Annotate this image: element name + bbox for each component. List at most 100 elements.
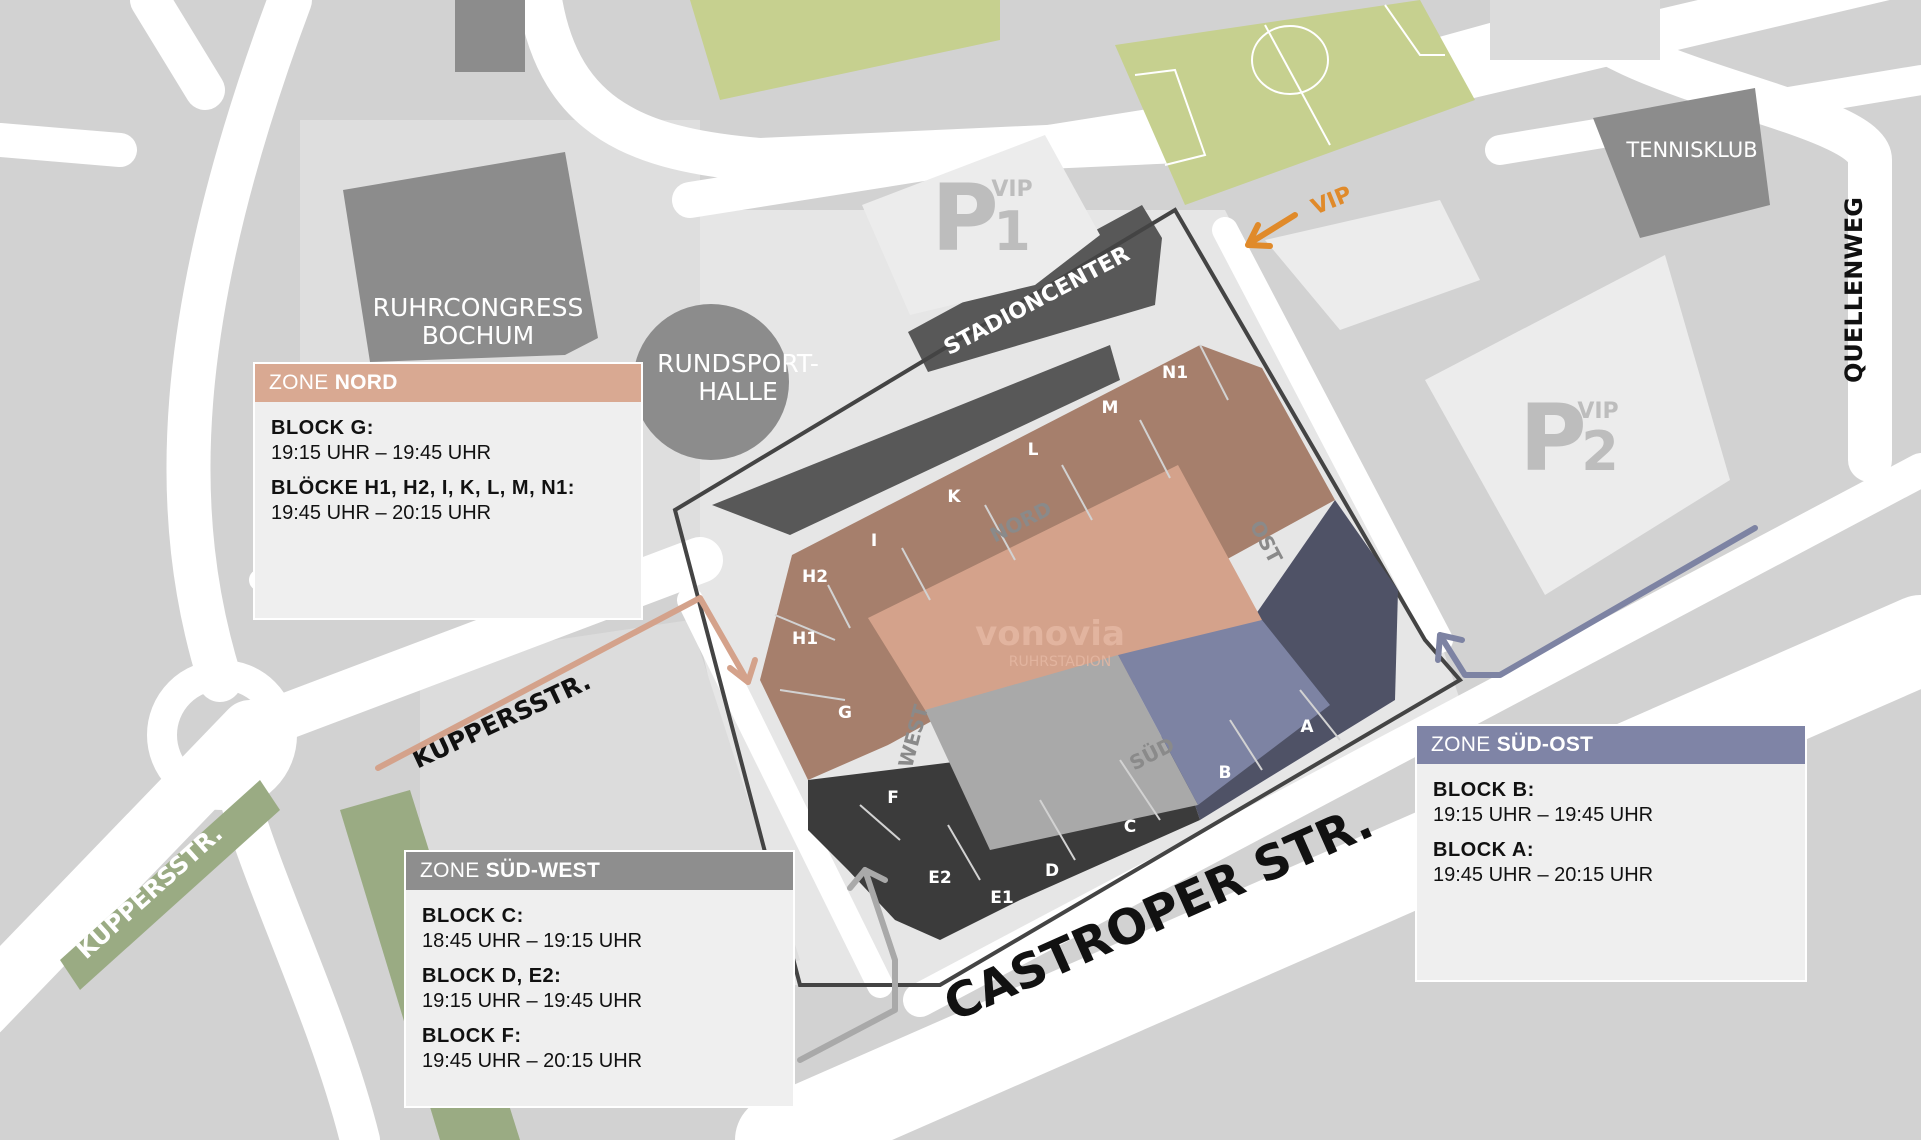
- zone-sued-west-header: ZONE SÜD-WEST: [406, 852, 793, 890]
- zone-nord-entry: BLÖCKE H1, H2, I, K, L, M, N1: 19:45 UHR…: [271, 476, 625, 526]
- east-service-road: [1212, 217, 1453, 653]
- left-road-nw: [130, 0, 225, 110]
- pitch-nord-half: [868, 465, 1262, 760]
- zone-sued-ost-entry: BLOCK B: 19:15 UHR – 19:45 UHR: [1433, 778, 1789, 828]
- block-label-i: I: [871, 531, 877, 551]
- tennisklub-label: TENNISKLUB: [1625, 138, 1757, 162]
- ruhrcongress-building: [343, 152, 598, 362]
- zone-sued-ost-name: SÜD-OST: [1496, 733, 1594, 756]
- block-label-e2: E2: [928, 868, 951, 888]
- zone-sued-ost-body: BLOCK B: 19:15 UHR – 19:45 UHR BLOCK A: …: [1417, 764, 1805, 888]
- p1-letter: P: [931, 165, 998, 272]
- p2-letter: P: [1519, 385, 1586, 492]
- rundsporthalle-label-line2: HALLE: [698, 377, 778, 406]
- kuppersstr-road-lower: [0, 700, 280, 1033]
- p2-parking-area: [1425, 255, 1730, 595]
- left-road-south: [220, 780, 380, 1140]
- zone-sued-west-entry-time: 19:15 UHR – 19:45 UHR: [422, 990, 643, 1012]
- top-road-curve: [518, 0, 1890, 182]
- zone-nord-panel: ZONE NORD BLOCK G: 19:15 UHR – 19:45 UHR…: [253, 362, 643, 620]
- block-label-a: A: [1300, 717, 1314, 737]
- p2-number: 2: [1581, 420, 1619, 483]
- p1-vip: VIP: [991, 177, 1032, 202]
- roundabout-ring: [147, 660, 297, 810]
- zone-nord-entry-time: 19:45 UHR – 20:15 UHR: [271, 502, 492, 524]
- zone-sued-west-panel: ZONE SÜD-WEST BLOCK C: 18:45 UHR – 19:15…: [404, 850, 795, 1108]
- stadium-west-roof: [712, 345, 1120, 535]
- zone-nord-name: NORD: [334, 371, 398, 394]
- block-label-d: D: [1045, 861, 1059, 881]
- block-label-n1: N1: [1162, 363, 1188, 383]
- zone-nord-entry: BLOCK G: 19:15 UHR – 19:45 UHR: [271, 416, 625, 466]
- block-label-g: G: [838, 703, 852, 723]
- pitch-sued-west-half: [925, 655, 1198, 850]
- zone-sued-west-entry-block: BLOCK F:: [422, 1025, 522, 1047]
- left-road-north: [166, 0, 312, 702]
- zone-sued-west-entry: BLOCK D, E2: 19:15 UHR – 19:45 UHR: [422, 964, 777, 1014]
- pitch-sued-ost-half: [1118, 620, 1330, 805]
- zone-sued-west-entry-block: BLOCK D, E2:: [422, 965, 562, 987]
- zone-sued-ost-entry: BLOCK A: 19:45 UHR – 20:15 UHR: [1433, 838, 1789, 888]
- stadium-name-label: RUHRSTADION: [1009, 654, 1112, 670]
- block-label-c: C: [1124, 817, 1136, 837]
- buildings: [343, 0, 1770, 595]
- arrow-nord-entrance: [375, 595, 758, 771]
- building-top-right: [1490, 0, 1660, 60]
- block-label-f: F: [887, 788, 899, 808]
- block-label-e1: E1: [990, 888, 1013, 908]
- ruhrcongress-label-line2: BOCHUM: [422, 321, 535, 350]
- stadium-logo: vonovia: [975, 614, 1125, 654]
- block-separators: [774, 344, 1341, 881]
- zone-sued-ost-entry-block: BLOCK A:: [1433, 839, 1535, 861]
- quellenweg-label: QUELLENWEG: [1840, 197, 1868, 383]
- zone-sued-ost-entry-block: BLOCK B:: [1433, 779, 1535, 801]
- castroper-str-road: [735, 595, 1921, 1140]
- zone-sued-west-entry-time: 18:45 UHR – 19:15 UHR: [422, 930, 643, 952]
- block-label-h2: H2: [802, 567, 828, 587]
- east-building-block: [1265, 200, 1480, 330]
- zone-sued-west-prefix: ZONE: [420, 859, 480, 882]
- zone-sued-west-body: BLOCK C: 18:45 UHR – 19:15 UHR BLOCK D, …: [406, 890, 793, 1074]
- zone-nord-entry-block: BLÖCKE H1, H2, I, K, L, M, N1:: [271, 477, 575, 499]
- rundsporthalle-building: [633, 304, 789, 460]
- stadium: [760, 344, 1398, 940]
- zone-nord-entry-time: 19:15 UHR – 19:45 UHR: [271, 442, 492, 464]
- block-label-b: B: [1219, 763, 1232, 783]
- ruhrcongress-label-line1: RUHRCONGRESS: [373, 293, 584, 322]
- zone-nord-prefix: ZONE: [269, 371, 329, 394]
- block-label-k: K: [947, 487, 961, 507]
- p1-parking-sign: P 1 VIP: [931, 165, 1032, 272]
- zone-sued-ost-header: ZONE SÜD-OST: [1417, 726, 1805, 764]
- left-road-west: [0, 123, 137, 167]
- p1-parking-area: [862, 135, 1100, 315]
- zone-sued-ost-prefix: ZONE: [1431, 733, 1491, 756]
- p2-parking-sign: P 2 VIP: [1519, 385, 1619, 492]
- block-label-m: M: [1102, 398, 1119, 418]
- block-label-l: L: [1028, 440, 1039, 460]
- zone-sued-west-entry: BLOCK F: 19:45 UHR – 20:15 UHR: [422, 1024, 777, 1074]
- west-service-road: [677, 587, 893, 998]
- zone-sued-west-entry: BLOCK C: 18:45 UHR – 19:15 UHR: [422, 904, 777, 954]
- building-top-left: [455, 0, 525, 72]
- stadium-boundary: [672, 207, 1464, 987]
- rundsporthalle-label-line1: RUNDSPORT-: [657, 349, 819, 378]
- block-labels: N1 M L K I H2 H1 G F E2 E1 D C B A: [792, 363, 1314, 908]
- zone-sued-west-name: SÜD-WEST: [485, 859, 601, 882]
- zone-nord-header: ZONE NORD: [255, 364, 641, 402]
- arrow-sued-ost-entrance: [1435, 525, 1758, 678]
- block-label-h1: H1: [792, 629, 818, 649]
- p2-vip: VIP: [1577, 399, 1618, 424]
- arrow-sued-west-entrance: [797, 867, 898, 1063]
- zone-sued-ost-panel: ZONE SÜD-OST BLOCK B: 19:15 UHR – 19:45 …: [1415, 724, 1807, 982]
- p1-number: 1: [993, 200, 1031, 263]
- zone-nord-body: BLOCK G: 19:15 UHR – 19:45 UHR BLÖCKE H1…: [255, 402, 641, 526]
- football-pitch-lines: [1134, 4, 1445, 166]
- zone-sued-ost-entry-time: 19:15 UHR – 19:45 UHR: [1433, 804, 1654, 826]
- tennisklub-building: [1593, 88, 1770, 238]
- zone-sued-west-entry-time: 19:45 UHR – 20:15 UHR: [422, 1050, 643, 1072]
- green-strip-kuppersstr: [60, 780, 280, 990]
- zone-sued-west-entry-block: BLOCK C:: [422, 905, 524, 927]
- zone-sued-ost-entry-time: 19:45 UHR – 20:15 UHR: [1433, 864, 1654, 886]
- arrow-vip-entrance: [1245, 212, 1298, 249]
- zone-nord-entry-block: BLOCK G:: [271, 417, 374, 439]
